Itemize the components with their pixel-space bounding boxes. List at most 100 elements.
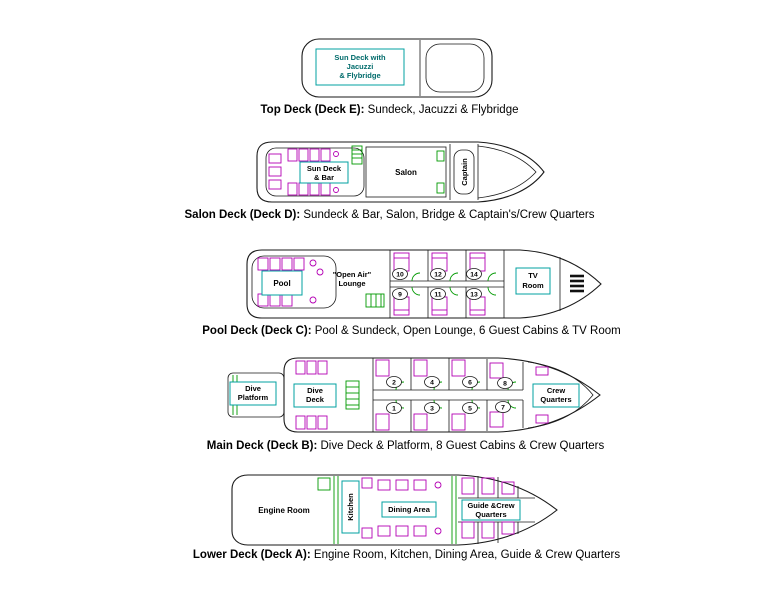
lower-deck-drawing: Engine Room Kitchen Dining Area Guide & bbox=[231, 474, 558, 546]
engine-room-label: Engine Room bbox=[258, 506, 310, 515]
pool-label: Pool bbox=[273, 279, 290, 288]
anchor-windlass bbox=[570, 274, 584, 293]
stairs bbox=[345, 380, 360, 410]
flybridge-outline bbox=[425, 43, 485, 93]
pool-deck-outline bbox=[246, 249, 602, 319]
dive-platform-label: Dive bbox=[245, 384, 261, 393]
lounge-chairs bbox=[268, 148, 339, 196]
cabin-number: 5 bbox=[468, 406, 472, 413]
salon-furniture bbox=[436, 150, 445, 194]
cabin-number-badge bbox=[430, 268, 446, 280]
crew-area-bulkhead bbox=[451, 476, 457, 544]
main-deck-caption: Main Deck (Deck B): Dive Deck & Platform… bbox=[24, 440, 763, 452]
main-deck-caption-title: Main Deck (Deck B): bbox=[206, 440, 318, 452]
salon-deck-caption-rest: Sundeck & Bar, Salon, Bridge & Captain's… bbox=[300, 209, 595, 221]
crew-quarters-label: Crew bbox=[547, 386, 566, 395]
salon-room-outline bbox=[365, 146, 447, 198]
captain-quarters-outline bbox=[453, 149, 475, 195]
lower-deck-caption: Lower Deck (Deck A): Engine Room, Kitche… bbox=[25, 549, 763, 561]
dive-platform-label-box bbox=[229, 381, 277, 406]
pool-area-outline bbox=[251, 255, 337, 309]
pool-deck-caption-title: Pool Deck (Deck C): bbox=[202, 325, 312, 337]
cabin-number: 9 bbox=[398, 292, 402, 299]
main-deck-outline bbox=[283, 357, 601, 433]
pool-label-box bbox=[261, 270, 303, 296]
cabin-number-badge bbox=[424, 376, 440, 388]
cabin-number-badge bbox=[424, 402, 440, 414]
top-deck-drawing: Sun Deck with Jacuzzi & Flybridge bbox=[301, 38, 493, 98]
cabin-number: 1 bbox=[392, 406, 396, 413]
sun-deck-bar-label: & Bar bbox=[314, 173, 334, 182]
sun-deck-bar-label: Sun Deck bbox=[307, 164, 342, 173]
open-air-lounge-label: "Open Air" bbox=[333, 270, 372, 279]
crew-quarters-label-box bbox=[532, 383, 580, 408]
main-deck-caption-rest: Dive Deck & Platform, 8 Guest Cabins & C… bbox=[317, 440, 605, 452]
cabin-number: 2 bbox=[392, 380, 396, 387]
tv-room-label: TV bbox=[528, 271, 538, 280]
cabin-number-badge bbox=[430, 288, 446, 300]
salon-deck-caption: Salon Deck (Deck D): Sundeck & Bar, Salo… bbox=[8, 209, 763, 221]
cabin-numbers: 2 4 6 8 1 3 5 7 bbox=[386, 376, 513, 414]
cabin-number: 7 bbox=[501, 405, 505, 412]
bow-inner-line bbox=[477, 145, 537, 199]
cabin-number: 8 bbox=[503, 381, 507, 388]
top-deck-caption: Top Deck (Deck E): Sundeck, Jacuzzi & Fl… bbox=[8, 104, 763, 116]
cabin-number: 10 bbox=[396, 272, 404, 279]
crew-beds bbox=[461, 477, 515, 539]
dive-deck-label: Deck bbox=[306, 395, 325, 404]
cabin-number: 11 bbox=[434, 292, 441, 299]
salon-deck-drawing: Sun Deck & Bar Salon Captain bbox=[256, 141, 545, 203]
dining-area-label-box bbox=[381, 501, 437, 518]
cabin-number: 4 bbox=[430, 380, 434, 387]
kitchen-label-box bbox=[341, 480, 360, 534]
cabin-number-badge bbox=[466, 288, 482, 300]
cabin-number: 6 bbox=[468, 380, 472, 387]
top-deck-caption-rest: Sundeck, Jacuzzi & Flybridge bbox=[364, 104, 519, 116]
cabin-number-badge bbox=[495, 401, 511, 413]
bow-inner-line bbox=[527, 361, 594, 429]
top-deck-caption-title: Top Deck (Deck E): bbox=[260, 104, 365, 116]
main-deck-drawing: Dive Platform Dive Deck bbox=[227, 357, 601, 433]
cabin-number-badge bbox=[462, 402, 478, 414]
dive-gear bbox=[295, 360, 328, 430]
guide-crew-quarters-label-box bbox=[461, 499, 521, 521]
engine-room-bulkhead bbox=[317, 476, 339, 544]
sun-deck-bar-label-box bbox=[299, 161, 349, 184]
sun-deck-label: & Flybridge bbox=[339, 71, 380, 80]
dive-deck-label-box bbox=[293, 383, 337, 408]
salon-deck-outline bbox=[256, 141, 545, 203]
kitchen-label: Kitchen bbox=[346, 493, 355, 521]
stairs bbox=[351, 145, 363, 165]
cabin-number: 14 bbox=[470, 272, 478, 279]
cabin-beds bbox=[375, 359, 504, 431]
dining-furniture bbox=[361, 477, 442, 539]
sun-deck-label: Jacuzzi bbox=[347, 62, 374, 71]
cabin-number-badge bbox=[462, 376, 478, 388]
open-air-lounge-label: Lounge bbox=[338, 279, 365, 288]
sundeck-area-outline bbox=[265, 147, 365, 197]
pool-deck-caption-rest: Pool & Sundeck, Open Lounge, 6 Guest Cab… bbox=[311, 325, 621, 337]
cabin-number: 3 bbox=[430, 406, 434, 413]
cabin-doors bbox=[411, 272, 497, 296]
cabin-walls bbox=[372, 358, 524, 432]
dive-deck-label: Dive bbox=[307, 386, 323, 395]
stairs bbox=[365, 293, 385, 308]
sun-deck-label-box bbox=[315, 48, 405, 86]
crew-bunks bbox=[535, 366, 549, 424]
cabin-number-badge bbox=[466, 268, 482, 280]
guide-crew-quarters-label: Quarters bbox=[475, 510, 506, 519]
cabin-walls bbox=[389, 250, 505, 318]
guide-crew-quarters-label: Guide &Crew bbox=[467, 501, 514, 510]
pool-deck-caption: Pool Deck (Deck C): Pool & Sundeck, Open… bbox=[30, 325, 763, 337]
crew-quarters-label: Quarters bbox=[540, 395, 571, 404]
salon-deck-caption-title: Salon Deck (Deck D): bbox=[184, 209, 301, 221]
dive-platform-label: Platform bbox=[238, 393, 269, 402]
cabin-number-badge bbox=[497, 377, 513, 389]
cabin-number-badge bbox=[392, 268, 408, 280]
cabin-number-badge bbox=[392, 288, 408, 300]
lower-deck-caption-rest: Engine Room, Kitchen, Dining Area, Guide… bbox=[310, 549, 621, 561]
tv-room-label-box bbox=[515, 267, 551, 295]
cabin-number-badge bbox=[386, 402, 402, 414]
tv-room-label: Room bbox=[522, 281, 544, 290]
